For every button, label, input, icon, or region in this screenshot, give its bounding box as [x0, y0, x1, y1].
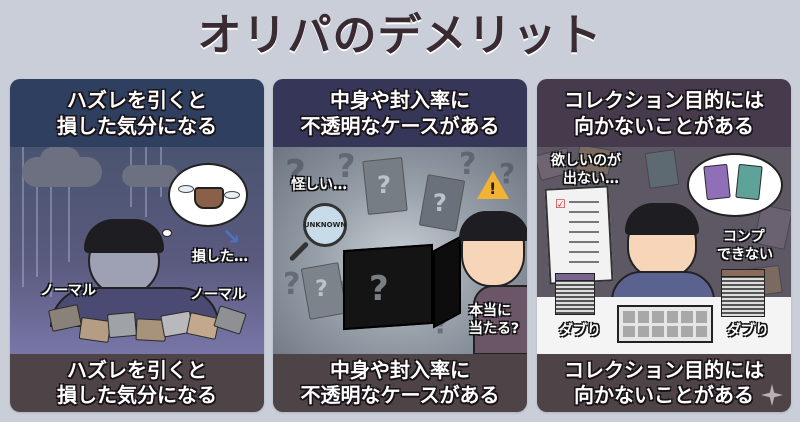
panel-header: ハズレを引くと 損した気分になる — [10, 79, 264, 147]
panel-footer: 中身や封入率に 不透明なケースがある — [273, 354, 527, 412]
panel-opaque-contents: 中身や封入率に 不透明なケースがある ? ? ? ? ? ? ? ? ? ? 怪… — [273, 79, 527, 412]
unknown-label: UNKNOWN — [303, 221, 347, 229]
want-label-1: 欲しいのが — [551, 153, 621, 169]
page-title: オリパのデメリット — [197, 10, 603, 61]
panel-header-line1: ハズレを引くと — [67, 88, 207, 112]
panel-footer-line2: 不透明なケースがある — [300, 383, 500, 407]
panel-footer-line2: 損した気分になる — [57, 383, 217, 407]
normal-label-left: ノーマル — [40, 283, 96, 299]
thought-bubble — [687, 153, 783, 217]
want-label-2: 出ない… — [563, 171, 619, 187]
normal-label-right: ノーマル — [190, 287, 246, 303]
panel-header: 中身や封入率に 不透明なケースがある — [273, 79, 527, 147]
card-stack-icon — [555, 275, 595, 315]
really-label: 本当に — [469, 303, 511, 319]
suspicious-label: 怪しい… — [291, 177, 347, 193]
panel-footer: ハズレを引くと 損した気分になる — [10, 354, 264, 412]
panel-header-line2: 損した気分になる — [57, 114, 217, 138]
rain-cloud-icon — [122, 165, 178, 187]
panel-footer-line1: コレクション目的には — [564, 358, 764, 382]
illustration-frustrated-collector: ☑ 欲しいのが 出ない… コンプ できない ダブり ダブり — [537, 147, 791, 354]
panel-loss-feeling: ハズレを引くと 損した気分になる ↘ 損した… ノーマル ノーマル — [10, 79, 264, 412]
dupe-label-left: ダブり — [559, 323, 601, 339]
panel-header: コレクション目的には 向かないことがある — [537, 79, 791, 147]
panel-footer-line1: 中身や封入率に — [330, 358, 470, 382]
winged-wallet-icon — [194, 187, 224, 209]
magnifier-icon: UNKNOWN — [303, 203, 347, 247]
panel-footer: コレクション目的には 向かないことがある — [537, 354, 791, 412]
loss-label: 損した… — [192, 249, 248, 265]
panel-header-line1: コレクション目的には — [564, 88, 764, 112]
win-label: 当たる? — [469, 321, 520, 337]
panel-header-line2: 向かないことがある — [574, 114, 754, 138]
sparkle-icon — [761, 384, 783, 406]
binder-icon — [617, 305, 713, 343]
dupe-label-right: ダブり — [727, 323, 769, 339]
panel-collection-unsuitable: コレクション目的には 向かないことがある ☑ 欲しいのが 出ない… コンプ でき… — [537, 79, 791, 412]
illustration-sad-person: ↘ 損した… ノーマル ノーマル — [10, 147, 264, 354]
illustration-mystery-box: ? ? ? ? ? ? ? ? ? ? 怪しい… UNKNOWN ? ! 本当に… — [273, 147, 527, 354]
comp-label-2: できない — [717, 247, 773, 263]
down-arrow-icon: ↘ — [222, 225, 241, 250]
comp-label-1: コンプ — [723, 229, 765, 245]
panel-footer-line1: ハズレを引くと — [67, 358, 207, 382]
panel-footer-line2: 向かないことがある — [574, 383, 754, 407]
panel-header-line1: 中身や封入率に — [330, 88, 470, 112]
card-stack-icon — [721, 271, 765, 317]
panel-header-line2: 不透明なケースがある — [300, 114, 500, 138]
warning-icon — [477, 171, 509, 199]
